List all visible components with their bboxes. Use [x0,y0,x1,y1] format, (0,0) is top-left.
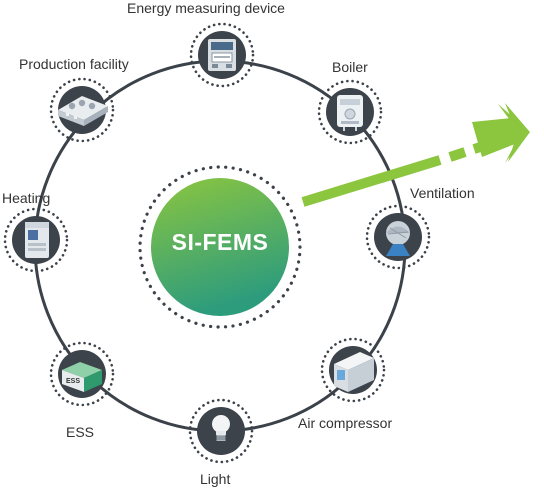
label-ess: ESS [66,424,95,440]
center-label: SI-FEMS [171,229,269,255]
meter-icon [208,39,236,71]
node-production-facility [49,77,115,143]
node-light [188,398,254,464]
node-boiler [317,79,383,145]
boiler-icon [337,95,363,131]
center-hub [151,178,289,316]
label-light: Light [200,471,231,487]
heater-icon [25,222,49,258]
node-ventilation [365,204,431,270]
growth-arrow [301,103,530,207]
label-heating: Heating [2,190,51,206]
compressor-icon [334,352,374,392]
node-ess: ESS [49,341,115,407]
ventilator-icon [386,221,410,256]
label-ventilation: Ventilation [410,185,475,201]
node-heating [3,207,69,273]
label-air-compressor: Air compressor [298,415,393,431]
battery-icon: ESS [62,362,102,392]
label-production-facility: Production facility [19,56,129,72]
ess-icon-text: ESS [66,378,80,385]
center-dotted-ring [138,165,302,329]
label-boiler: Boiler [332,59,368,75]
node-energy-measuring-device [189,22,255,88]
node-air-compressor [320,337,386,403]
machine-icon [58,96,108,126]
bulb-icon [212,415,230,441]
label-energy-measuring-device: Energy measuring device [127,0,285,16]
